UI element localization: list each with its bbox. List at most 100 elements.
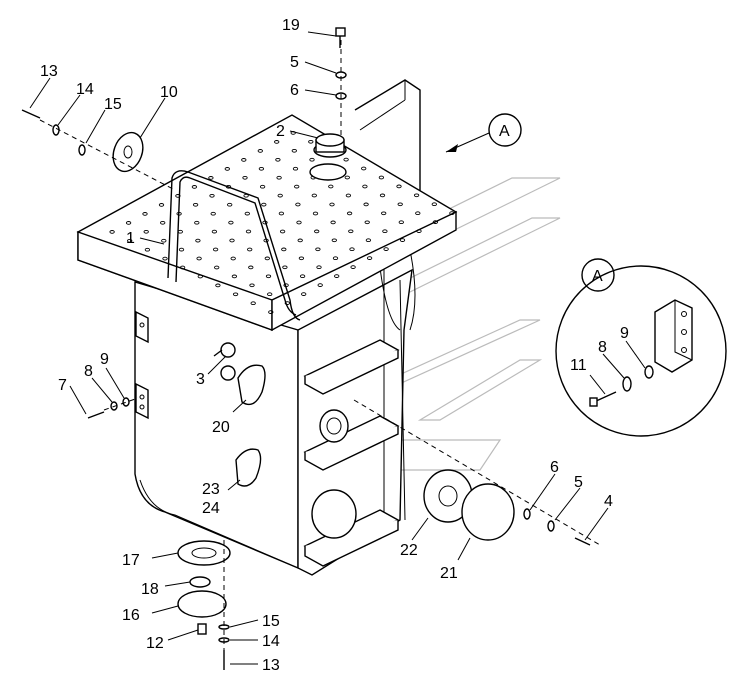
callout-14-top: 14 xyxy=(76,81,94,98)
explode-lines xyxy=(39,40,601,650)
perforation-hole xyxy=(344,175,350,180)
callout-7: 7 xyxy=(58,377,67,394)
perforation-hole xyxy=(232,292,239,297)
callout-16: 16 xyxy=(122,607,140,624)
perforation-hole xyxy=(144,247,151,252)
perforation-hole xyxy=(210,211,216,216)
callout-9-left: 9 xyxy=(100,351,109,368)
callout-21: 21 xyxy=(440,565,458,582)
perforation-hole xyxy=(274,140,280,144)
perforation-hole xyxy=(397,202,403,207)
perforation-hole xyxy=(295,202,301,207)
perforation-hole xyxy=(366,256,373,260)
perforation-hole xyxy=(349,247,355,252)
perforation-hole xyxy=(432,220,439,224)
perforation-hole xyxy=(282,265,288,270)
perforation-hole xyxy=(279,229,286,234)
perforation-hole xyxy=(308,139,314,144)
callout-12: 12 xyxy=(146,635,164,652)
perforation-hole xyxy=(276,175,282,180)
perforation-hole xyxy=(296,220,302,225)
perforation-hole xyxy=(142,212,148,216)
callout-13-top: 13 xyxy=(40,63,58,80)
perforation-hole xyxy=(162,256,168,261)
perforation-hole xyxy=(245,229,252,234)
perforation-hole xyxy=(227,202,233,207)
perforation-hole xyxy=(229,238,235,243)
perforation-hole xyxy=(331,238,337,243)
perforation-hole xyxy=(334,274,340,278)
callout-24: 24 xyxy=(202,500,220,517)
perforation-hole xyxy=(261,202,267,207)
perforation-hole xyxy=(291,148,297,153)
callout-15-top: 15 xyxy=(104,96,122,113)
perforation-hole xyxy=(109,230,115,234)
leader-lines xyxy=(29,31,646,665)
perforation-hole xyxy=(196,256,202,261)
perforation-hole xyxy=(299,274,306,279)
perforation-hole xyxy=(209,193,215,198)
detail-a xyxy=(555,265,727,437)
perforation-hole xyxy=(292,166,299,171)
perforation-hole xyxy=(431,202,437,207)
perforation-hole xyxy=(215,283,221,288)
perforation-hole xyxy=(294,184,300,189)
perforation-hole xyxy=(311,193,317,198)
perforation-hole xyxy=(214,265,220,270)
perforation-hole xyxy=(379,193,386,198)
callout-2: 2 xyxy=(276,123,285,140)
perforation-hole xyxy=(309,157,315,162)
perforation-hole xyxy=(297,238,303,243)
perforation-hole xyxy=(382,229,388,234)
perforation-hole xyxy=(158,203,165,207)
perforation-hole xyxy=(378,175,385,180)
perforation-hole xyxy=(230,256,236,261)
callout-17: 17 xyxy=(122,552,140,569)
handle-rail xyxy=(167,170,301,321)
callout-23: 23 xyxy=(202,481,220,498)
perforation-hole xyxy=(161,238,167,243)
perforation-hole xyxy=(268,310,274,314)
view-arrow xyxy=(445,113,615,292)
perforation-hole xyxy=(278,211,285,216)
perforation-hole xyxy=(277,193,283,198)
perforation-hole xyxy=(249,283,255,288)
perforation-hole xyxy=(211,229,218,234)
perforation-hole xyxy=(257,149,263,153)
perforation-hole xyxy=(312,211,319,216)
perforation-hole xyxy=(259,184,266,189)
callout-19: 19 xyxy=(282,17,300,34)
callout-5-top: 5 xyxy=(290,54,299,71)
perforation-hole xyxy=(343,157,349,162)
perforation-hole xyxy=(328,184,334,189)
perforation-hole xyxy=(250,301,256,306)
perforation-hole xyxy=(298,256,305,261)
perforation-hole xyxy=(315,247,321,252)
callout-20: 20 xyxy=(212,419,230,436)
perforation-hole xyxy=(195,238,201,243)
callout-3: 3 xyxy=(196,371,205,388)
callout-18: 18 xyxy=(141,581,159,598)
perforation-hole xyxy=(317,283,323,287)
perforation-hole xyxy=(329,202,335,207)
perforation-hole xyxy=(383,247,389,251)
perforation-hole xyxy=(365,238,372,243)
sight-gauges xyxy=(220,342,266,487)
perforation-hole xyxy=(363,202,369,207)
perforation-hole xyxy=(350,265,356,269)
perforation-hole xyxy=(178,247,185,252)
perforation-hole xyxy=(248,265,254,270)
callout-5-right: 5 xyxy=(574,474,583,491)
perforation-hole xyxy=(143,229,149,234)
perforation-hole xyxy=(267,292,273,297)
side-brackets xyxy=(135,310,149,420)
perforation-hole xyxy=(194,220,200,225)
perforation-hole xyxy=(197,274,203,279)
perforation-hole xyxy=(416,229,422,233)
perforation-hole xyxy=(396,184,402,189)
perforation-hole xyxy=(258,166,265,171)
perforation-hole xyxy=(399,238,406,242)
callout-4: 4 xyxy=(604,493,613,510)
callout-1: 1 xyxy=(126,230,135,247)
